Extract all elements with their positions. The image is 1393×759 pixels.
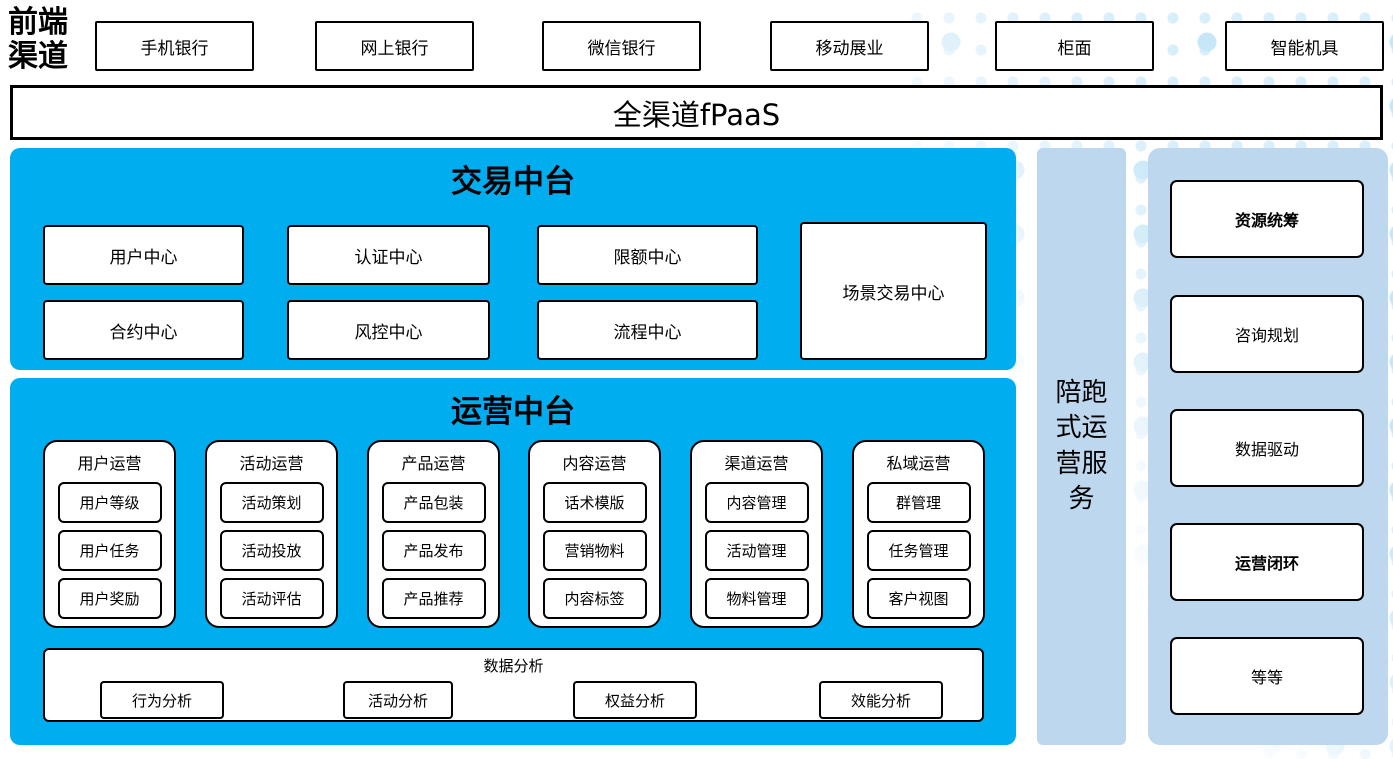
channel-box-mobile-outreach: 移动展业: [770, 21, 929, 71]
pillar-item: 话术模版: [542, 482, 647, 523]
pillar-item: 营销物料: [542, 530, 647, 571]
trade-box-user-center: 用户中心: [43, 225, 244, 285]
pillar-item: 用户等级: [57, 482, 162, 523]
pillar-private-domain-ops: 私域运营 群管理 任务管理 客户视图: [852, 440, 985, 628]
pillar-item: 活动投放: [219, 530, 324, 571]
pillar-item: 用户奖励: [57, 578, 162, 619]
trade-box-risk-center: 风控中心: [287, 300, 490, 360]
front-channels-label: 前端渠道: [8, 5, 68, 74]
service-panel: 资源统筹 咨询规划 数据驱动 运营闭环 等等: [1148, 148, 1388, 745]
fpaas-label: 全渠道fPaaS: [612, 97, 781, 132]
trade-box-auth-center: 认证中心: [287, 225, 490, 285]
pillar-title: 私域运营: [886, 454, 951, 473]
ops-platform-section: 运营中台 用户运营 用户等级 用户任务 用户奖励 活动运营 活动策划 活动投放 …: [10, 378, 1016, 745]
analysis-behavior: 行为分析: [100, 681, 224, 719]
pillar-item: 产品包装: [381, 482, 486, 523]
pillar-title: 活动运营: [239, 454, 304, 473]
pillar-item: 客户视图: [866, 578, 971, 619]
pillar-item: 物料管理: [704, 578, 809, 619]
trade-box-process-center: 流程中心: [537, 300, 758, 360]
channel-box-mobile-banking: 手机银行: [95, 21, 254, 71]
accompany-service-bar: 陪跑式运营服务: [1037, 148, 1126, 745]
channel-box-counter: 柜面: [995, 21, 1154, 71]
trade-platform-section: 交易中台 用户中心 认证中心 限额中心 合约中心 风控中心 流程中心 场景交易中…: [10, 148, 1016, 370]
panel-box-resource-planning: 资源统筹: [1170, 180, 1364, 258]
analysis-activity: 活动分析: [343, 681, 453, 719]
data-analysis-box: 数据分析 行为分析 活动分析 权益分析 效能分析: [43, 648, 984, 722]
pillar-product-ops: 产品运营 产品包装 产品发布 产品推荐: [367, 440, 500, 628]
panel-box-consult-planning: 咨询规划: [1170, 295, 1364, 373]
pillar-item: 内容标签: [542, 578, 647, 619]
data-analysis-title: 数据分析: [483, 657, 544, 675]
pillar-item: 活动管理: [704, 530, 809, 571]
pillar-channel-ops: 渠道运营 内容管理 活动管理 物料管理: [690, 440, 823, 628]
analysis-efficiency: 效能分析: [819, 681, 943, 719]
pillar-title: 用户运营: [77, 454, 142, 473]
trade-box-contract-center: 合约中心: [43, 300, 244, 360]
pillar-item: 活动评估: [219, 578, 324, 619]
pillar-item: 产品推荐: [381, 578, 486, 619]
channel-box-online-banking: 网上银行: [315, 21, 474, 71]
pillar-activity-ops: 活动运营 活动策划 活动投放 活动评估: [205, 440, 338, 628]
panel-box-etc: 等等: [1170, 637, 1364, 715]
pillar-item: 群管理: [866, 482, 971, 523]
pillar-content-ops: 内容运营 话术模版 营销物料 内容标签: [528, 440, 661, 628]
panel-box-data-driven: 数据驱动: [1170, 409, 1364, 487]
pillar-item: 任务管理: [866, 530, 971, 571]
panel-box-ops-closed-loop: 运营闭环: [1170, 523, 1364, 601]
pillar-item: 用户任务: [57, 530, 162, 571]
pillar-title: 内容运营: [562, 454, 627, 473]
channel-box-smart-devices: 智能机具: [1225, 21, 1384, 71]
pillar-user-ops: 用户运营 用户等级 用户任务 用户奖励: [43, 440, 176, 628]
pillar-item: 活动策划: [219, 482, 324, 523]
accompany-service-label: 陪跑式运营服务: [1055, 378, 1108, 514]
analysis-rights: 权益分析: [573, 681, 697, 719]
trade-box-scene-trade-center: 场景交易中心: [800, 222, 987, 360]
trade-platform-title: 交易中台: [451, 164, 575, 200]
channel-box-wechat-banking: 微信银行: [542, 21, 701, 71]
fpaas-bar: 全渠道fPaaS: [10, 85, 1383, 140]
pillar-title: 渠道运营: [724, 454, 789, 473]
pillar-item: 内容管理: [704, 482, 809, 523]
trade-box-limit-center: 限额中心: [537, 225, 758, 285]
pillar-item: 产品发布: [381, 530, 486, 571]
pillar-title: 产品运营: [401, 454, 466, 473]
ops-platform-title: 运营中台: [451, 394, 575, 430]
